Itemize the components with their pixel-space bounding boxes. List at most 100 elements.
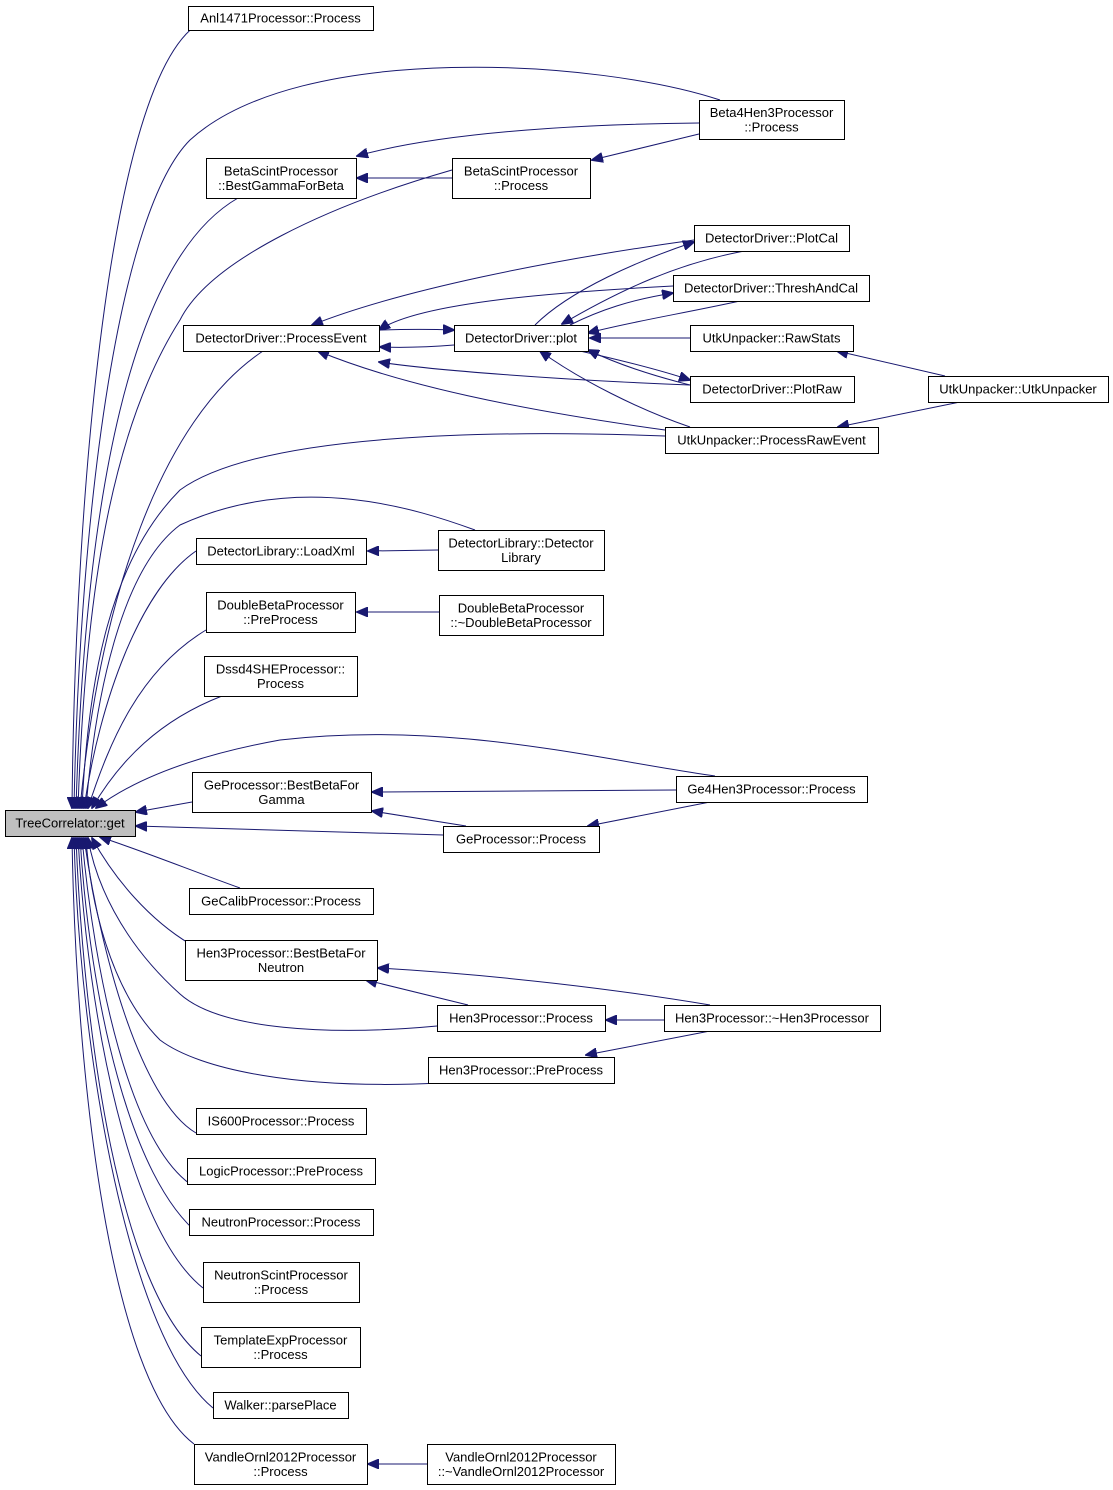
node-box <box>428 1057 615 1084</box>
node-box <box>206 592 356 633</box>
edge-h3_d-to-h3_bb <box>378 968 711 1006</box>
node-uu_uu[interactable]: UtkUnpacker::UtkUnpacker <box>928 376 1109 403</box>
node-b4h3[interactable]: Beta4Hen3Processor::Process <box>699 100 845 140</box>
edge-bs_p-to-tc_get <box>78 169 453 808</box>
node-label-line: ::Process <box>494 178 549 193</box>
node-label-line: Hen3Processor::BestBetaFor <box>196 945 366 960</box>
node-box <box>187 1158 376 1185</box>
node-label-line: TreeCorrelator::get <box>15 816 125 831</box>
node-db_d[interactable]: DoubleBetaProcessor::~DoubleBetaProcesso… <box>439 595 604 636</box>
node-box <box>5 810 136 837</box>
node-anl[interactable]: Anl1471Processor::Process <box>188 6 374 31</box>
node-label-line: VandleOrnl2012Processor <box>205 1449 357 1464</box>
node-walker[interactable]: Walker::parsePlace <box>213 1392 349 1419</box>
node-bs_p[interactable]: BetaScintProcessor::Process <box>452 158 591 199</box>
node-g4h3[interactable]: Ge4Hen3Processor::Process <box>676 776 868 803</box>
edge-g4h3-to-ge_p <box>588 801 711 826</box>
node-label-line: DetectorDriver::ThreshAndCal <box>684 281 858 296</box>
node-label-line: DoubleBetaProcessor <box>217 597 344 612</box>
node-box <box>699 100 845 140</box>
node-box <box>188 6 374 31</box>
edge-gec-to-tc_get <box>100 837 241 889</box>
node-gec[interactable]: GeCalibProcessor::Process <box>189 888 374 915</box>
node-uu_rs[interactable]: UtkUnpacker::RawStats <box>690 325 854 352</box>
node-label-line: DetectorDriver::PlotCal <box>705 231 838 246</box>
node-box <box>213 1392 349 1419</box>
node-neut[interactable]: NeutronProcessor::Process <box>189 1209 374 1236</box>
node-label-line: LogicProcessor::PreProcess <box>199 1164 364 1179</box>
node-label-line: ::Process <box>254 1282 309 1297</box>
edge-ge_bb-to-tc_get <box>136 801 193 812</box>
node-uu_pre[interactable]: UtkUnpacker::ProcessRawEvent <box>665 427 879 454</box>
edge-logic-to-tc_get <box>82 838 191 1185</box>
edge-h3_bb-to-tc_get <box>92 838 191 945</box>
node-label-line: NeutronScintProcessor <box>214 1267 348 1282</box>
edge-dssd-to-tc_get <box>92 695 223 808</box>
node-label-line: DetectorDriver::plot <box>465 331 577 346</box>
node-dl_lx[interactable]: DetectorLibrary::LoadXml <box>196 538 367 565</box>
node-label-line: DetectorLibrary::Detector <box>448 535 594 550</box>
node-tmpl[interactable]: TemplateExpProcessor::Process <box>201 1327 361 1368</box>
edge-dd_pc-to-dd_pe <box>312 239 695 325</box>
node-box <box>443 826 600 853</box>
node-vo_p[interactable]: VandleOrnl2012Processor::Process <box>194 1444 368 1485</box>
node-h3_p[interactable]: Hen3Processor::Process <box>437 1005 606 1032</box>
edge-vo_p-to-tc_get <box>72 838 195 1445</box>
node-is600[interactable]: IS600Processor::Process <box>196 1108 367 1135</box>
node-vo_d[interactable]: VandleOrnl2012Processor::~VandleOrnl2012… <box>427 1444 616 1485</box>
edge-uu_pre-to-dd_pe <box>318 351 666 431</box>
node-dd_pc[interactable]: DetectorDriver::PlotCal <box>694 225 850 252</box>
node-box <box>690 325 854 352</box>
edge-h3_d-to-h3_pp <box>586 1030 711 1055</box>
node-dl_dl[interactable]: DetectorLibrary::DetectorLibrary <box>438 530 605 571</box>
node-label-line: ::BestGammaForBeta <box>218 178 344 193</box>
edge-dd_plot-to-dd_pr <box>579 350 690 380</box>
node-box <box>928 376 1109 403</box>
node-db_pp[interactable]: DoubleBetaProcessor::PreProcess <box>206 592 356 633</box>
nodes-layer: TreeCorrelator::get Anl1471Processor::Pro… <box>5 6 1109 1485</box>
edge-uu_uu-to-uu_pre <box>838 401 961 427</box>
node-box <box>201 1327 361 1368</box>
node-h3_d[interactable]: Hen3Processor::~Hen3Processor <box>664 1005 881 1032</box>
node-ns[interactable]: NeutronScintProcessor::Process <box>203 1262 360 1303</box>
edge-dd_pr-to-dd_pe <box>379 362 691 386</box>
edge-bs_bg-to-tc_get <box>76 197 239 808</box>
node-label-line: Hen3Processor::~Hen3Processor <box>675 1011 870 1026</box>
node-dssd[interactable]: Dssd4SHEProcessor::Process <box>204 656 358 697</box>
node-box <box>185 940 378 981</box>
node-box <box>192 772 372 813</box>
node-label-line: Ge4Hen3Processor::Process <box>687 782 856 797</box>
node-h3_pp[interactable]: Hen3Processor::PreProcess <box>428 1057 615 1084</box>
edge-dd_pc-to-dd_plot <box>562 249 751 324</box>
node-dd_tc[interactable]: DetectorDriver::ThreshAndCal <box>673 275 870 302</box>
node-dd_pr[interactable]: DetectorDriver::PlotRaw <box>690 376 855 403</box>
node-label-line: UtkUnpacker::ProcessRawEvent <box>677 433 866 448</box>
node-box <box>439 595 604 636</box>
edge-b4h3-to-bs_bg <box>357 122 700 156</box>
node-box <box>665 427 879 454</box>
node-label-line: Process <box>257 676 304 691</box>
node-bs_bg[interactable]: BetaScintProcessor::BestGammaForBeta <box>206 158 357 199</box>
edge-dd_plot-to-dd_tc <box>569 293 673 326</box>
edge-ge_p-to-ge_bb <box>372 811 467 827</box>
node-label-line: ::Process <box>744 119 799 134</box>
edge-walker-to-tc_get <box>74 838 214 1409</box>
node-label-line: ::~VandleOrnl2012Processor <box>438 1464 605 1479</box>
node-box <box>664 1005 881 1032</box>
node-dd_plot[interactable]: DetectorDriver::plot <box>454 325 589 352</box>
node-label-line: GeCalibProcessor::Process <box>201 894 361 909</box>
node-box <box>203 1262 360 1303</box>
edge-dl_dl-to-dl_lx <box>368 550 439 551</box>
node-logic[interactable]: LogicProcessor::PreProcess <box>187 1158 376 1185</box>
edge-dd_pe-to-dd_plot <box>379 329 454 330</box>
node-tc_get[interactable]: TreeCorrelator::get <box>5 810 136 837</box>
node-dd_pe[interactable]: DetectorDriver::ProcessEvent <box>183 325 380 352</box>
node-ge_p[interactable]: GeProcessor::Process <box>443 826 600 853</box>
edge-dd_tc-to-dd_plot <box>588 300 741 333</box>
edge-tmpl-to-tc_get <box>76 838 202 1357</box>
edge-dd_pe-to-tc_get <box>80 350 264 808</box>
node-label-line: ::PreProcess <box>243 612 318 627</box>
